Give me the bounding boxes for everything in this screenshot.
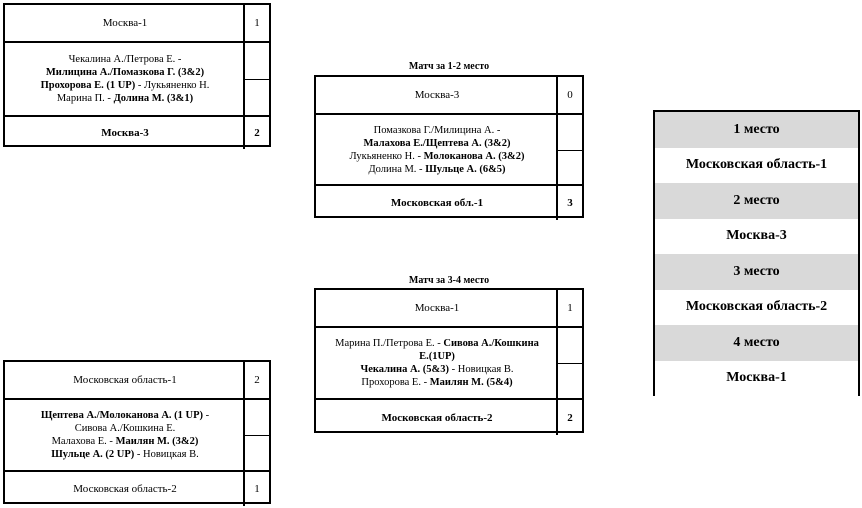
team-name: Москва-1 xyxy=(414,302,460,314)
game-line: Марина П. - Долина М. (3&1) xyxy=(57,92,193,105)
team-score: 1 xyxy=(243,472,269,506)
game-segment: Лукьяненко Н. - xyxy=(349,150,424,162)
standings-place-label: 1 место xyxy=(655,112,858,148)
games-list: Чекалина А./Петрова Е. - Милицина А./Пом… xyxy=(5,43,245,115)
game-line: Шульце А. (2 UP) - Новицкая В. xyxy=(51,448,198,461)
game-segment: Сивова А./Кошкина xyxy=(443,338,539,349)
games-score-cell xyxy=(243,400,269,470)
game-segment: Милицина А./Помазкова Г. (3&2) xyxy=(45,67,205,78)
team-row: Москва-3 0 xyxy=(316,77,582,113)
games-row: Марина П./Петрова Е. - Сивова А./Кошкина… xyxy=(316,326,582,398)
game-segment: Марина П. - xyxy=(56,93,114,104)
team-score: 3 xyxy=(556,186,582,220)
game-segment: Сивова А./Кошкина Е. xyxy=(74,423,176,434)
team-row: Москва-3 2 xyxy=(5,115,269,149)
game-line: Малахова Е./Щептева А. (3&2) xyxy=(364,137,511,150)
game-segment: Долина М. - xyxy=(368,163,426,175)
games-list: Марина П./Петрова Е. - Сивова А./Кошкина… xyxy=(316,328,558,398)
game-line: Чекалина А. (5&3) - Новицкая В. xyxy=(360,363,513,376)
game-segment: - xyxy=(203,410,210,421)
games-score-cell xyxy=(243,43,269,115)
game-segment: Долина М. (3&1) xyxy=(113,93,194,104)
game-line: Долина М. - Шульце А. (6&5) xyxy=(368,163,505,176)
team-row: Московская область-2 2 xyxy=(316,398,582,435)
team-score: 2 xyxy=(556,400,582,435)
game-line: Лукьяненко Н. - Молоканова А. (3&2) xyxy=(350,150,525,163)
game-line: Марина П./Петрова Е. - Сивова А./Кошкина xyxy=(335,337,539,350)
team-name: Московская область-1 xyxy=(73,374,177,386)
team-score: 1 xyxy=(556,290,582,326)
game-line: Щептева А./Молоканова А. (1 UP) - xyxy=(41,409,209,422)
game-segment: Е.(1UP) xyxy=(419,351,455,362)
team-score: 2 xyxy=(243,362,269,398)
match-title-1-2: Матч за 1-2 место xyxy=(408,61,490,72)
game-segment: Щептева А./Молоканова А. (1 UP) xyxy=(40,410,204,421)
games-score-cell xyxy=(556,115,582,184)
game-line: Милицина А./Помазкова Г. (3&2) xyxy=(46,66,204,79)
games-list: Помазкова Г./Милицина А. -Малахова Е./Ще… xyxy=(316,115,558,184)
team-row: Москва-1 1 xyxy=(5,5,269,41)
game-segment: Шульце А. (2 UP) xyxy=(51,449,135,460)
game-line: Е.(1UP) xyxy=(419,350,455,363)
team-row: Москва-1 1 xyxy=(316,290,582,326)
team-name: Москва-3 xyxy=(414,89,460,101)
team-row: Московская обл.-1 3 xyxy=(316,184,582,220)
team-name: Московская область-2 xyxy=(73,483,177,495)
game-segment: Малахова Е. - xyxy=(51,436,116,447)
standings-team: Московская область-2 xyxy=(655,289,858,325)
standings-team: Москва-3 xyxy=(655,218,858,254)
game-line: Прохорова Е. (1 UP) - Лукьяненко Н. xyxy=(41,79,210,92)
game-segment: - Новицкая В. xyxy=(449,364,514,375)
games-score-cell xyxy=(556,328,582,398)
game-segment: Помазкова Г./Милицина А. - xyxy=(373,124,501,136)
games-list: Щептева А./Молоканова А. (1 UP) -Сивова … xyxy=(5,400,245,470)
game-line: Помазкова Г./Милицина А. - xyxy=(374,124,501,137)
team-name: Москва-3 xyxy=(101,127,149,139)
games-row: Щептева А./Молоканова А. (1 UP) -Сивова … xyxy=(5,398,269,470)
game-segment: Маилян М. (5&4) xyxy=(429,377,513,388)
team-row: Московская область-1 2 xyxy=(5,362,269,398)
games-row: Чекалина А./Петрова Е. - Милицина А./Пом… xyxy=(5,41,269,115)
standings-place-label: 4 место xyxy=(655,325,858,361)
match-title-3-4: Матч за 3-4 место xyxy=(408,275,490,286)
game-segment: Шульце А. (6&5) xyxy=(425,163,506,175)
game-line: Чекалина А./Петрова Е. - xyxy=(69,53,182,66)
standings-team: Москва-1 xyxy=(655,360,858,396)
game-segment: Прохорова Е. - xyxy=(361,377,430,388)
team-name: Москва-1 xyxy=(102,17,148,29)
team-name: Московская обл.-1 xyxy=(390,197,484,209)
game-segment: - Новицкая В. xyxy=(134,449,199,460)
game-line: Прохорова Е. - Маилян М. (5&4) xyxy=(361,376,512,389)
team-score: 1 xyxy=(243,5,269,41)
team-row: Московская область-2 1 xyxy=(5,470,269,506)
team-score: 2 xyxy=(243,117,269,149)
game-segment: Прохорова Е. (1 UP) xyxy=(40,80,136,91)
team-name: Московская область-2 xyxy=(381,411,493,424)
standings-place-label: 2 место xyxy=(655,183,858,219)
standings-place-label: 3 место xyxy=(655,254,858,290)
game-segment: Чекалина А./Петрова Е. - xyxy=(68,54,182,65)
game-segment: - Лукьяненко Н. xyxy=(135,80,210,91)
standings-team: Московская область-1 xyxy=(655,147,858,183)
game-segment: Маилян М. (3&2) xyxy=(115,436,199,447)
games-row: Помазкова Г./Милицина А. -Малахова Е./Ще… xyxy=(316,113,582,184)
game-line: Сивова А./Кошкина Е. xyxy=(75,422,175,435)
team-score: 0 xyxy=(556,77,582,113)
game-segment: Малахова Е./Щептева А. (3&2) xyxy=(363,137,511,149)
game-line: Малахова Е. - Маилян М. (3&2) xyxy=(52,435,199,448)
game-segment: Чекалина А. (5&3) xyxy=(360,364,450,375)
game-segment: Марина П./Петрова Е. - xyxy=(335,338,444,349)
game-segment: Молоканова А. (3&2) xyxy=(423,150,525,162)
